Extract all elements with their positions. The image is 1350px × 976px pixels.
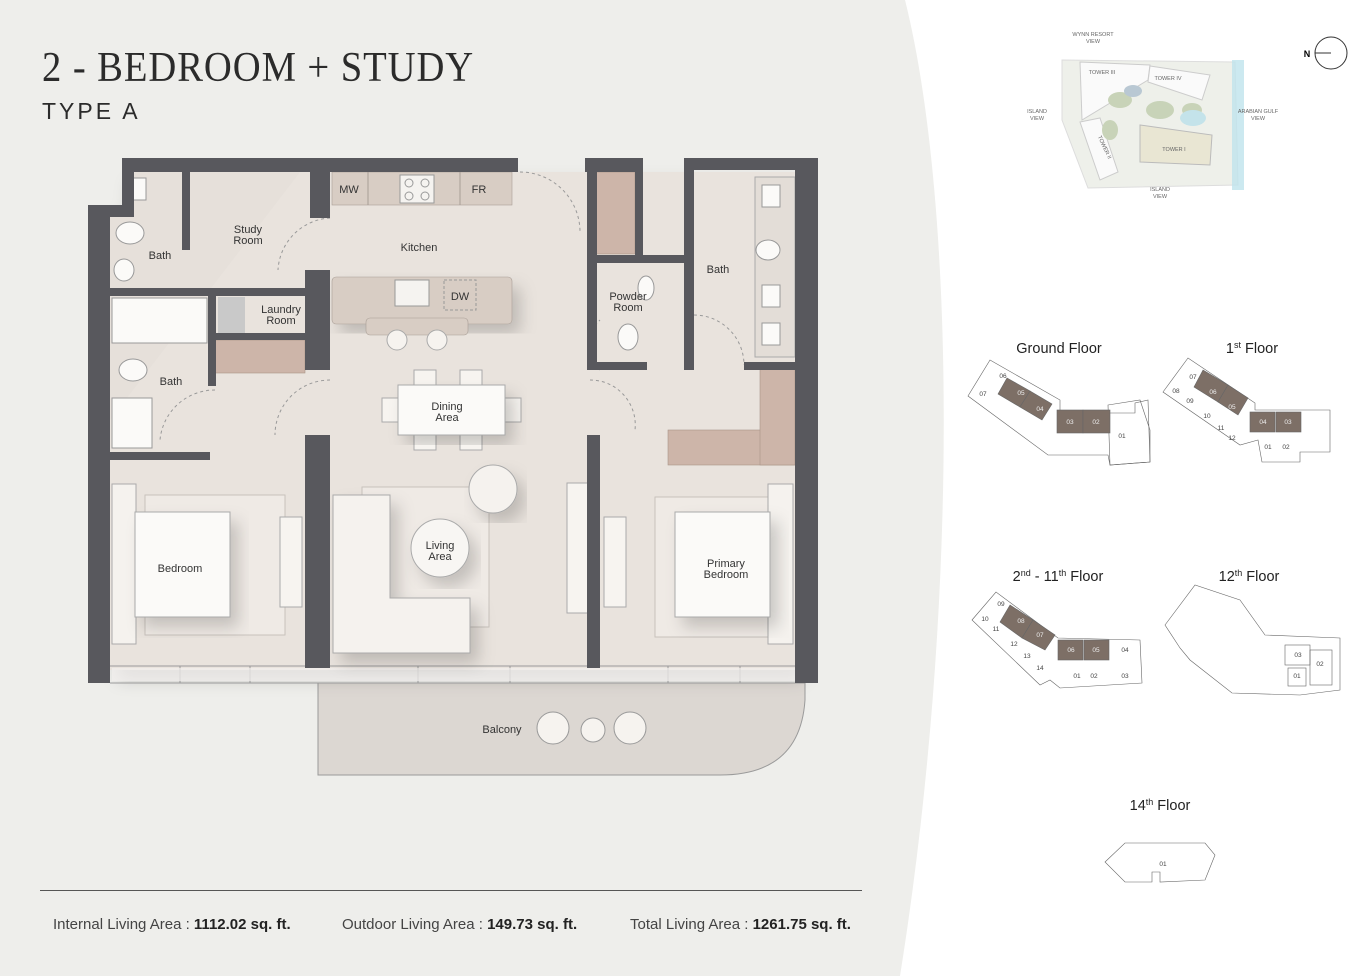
total-area: Total Living Area : 1261.75 sq. ft. [630,916,851,933]
room-label-dining-1: Dining [431,401,462,413]
room-label-living-2: Area [428,551,452,563]
bar-stools [386,329,448,351]
walls [88,158,818,683]
right-cabinet-vertical [759,367,796,466]
room-label-balcony: Balcony [482,724,522,736]
breakfast-bar [365,317,469,336]
coffee-table [410,518,470,578]
footer-divider [40,890,862,891]
dishwasher-label: DW [451,291,470,303]
internal-area: Internal Living Area : 1112.02 sq. ft. [53,916,291,933]
cooktop [399,174,435,204]
armchair [468,464,518,514]
hall-cabinet [214,339,306,374]
room-label-laundry-2: Room [266,315,295,327]
room-label-primary-2: Bedroom [704,569,749,581]
room-label-powder-2: Room [613,302,642,314]
outdoor-area: Outdoor Living Area : 149.73 sq. ft. [342,916,578,933]
room-label-kitchen: Kitchen [401,242,438,254]
kitchen-sink [394,279,430,307]
room-label-study-2: Room [233,235,262,247]
balcony-chairs [536,711,647,745]
fridge-label: FR [472,184,487,196]
dining-table [397,384,506,436]
sofa [332,494,471,654]
room-label-primary-1: Primary [707,558,745,570]
bedroom-bed [134,511,231,618]
page-subtitle: TYPE A [42,98,141,124]
wardrobes [279,482,627,614]
room-label-bedroom: Bedroom [158,563,203,575]
primary-headboard [767,483,794,645]
microwave-label: MW [339,184,359,196]
closet-cabinet [594,171,636,255]
room-label-study-1: Study [234,224,263,236]
room-label-laundry-1: Laundry [261,304,301,316]
floor-plan: Balcony MW FR DW Dining Area Living Area [88,158,818,776]
page-title: 2 - BEDROOM + STUDY [42,45,475,91]
room-label-living-1: Living [426,540,455,552]
room-label-bath-upper: Bath [149,250,172,262]
room-label-powder-1: Powder [609,291,647,303]
bedroom-headboard [111,483,137,645]
dining-chairs [381,369,522,451]
primary-bed [674,511,771,618]
room-label-dining-2: Area [435,412,459,424]
room-label-bath-right: Bath [707,264,730,276]
room-label-bath-lower: Bath [160,376,183,388]
laundry-machine [218,297,245,333]
